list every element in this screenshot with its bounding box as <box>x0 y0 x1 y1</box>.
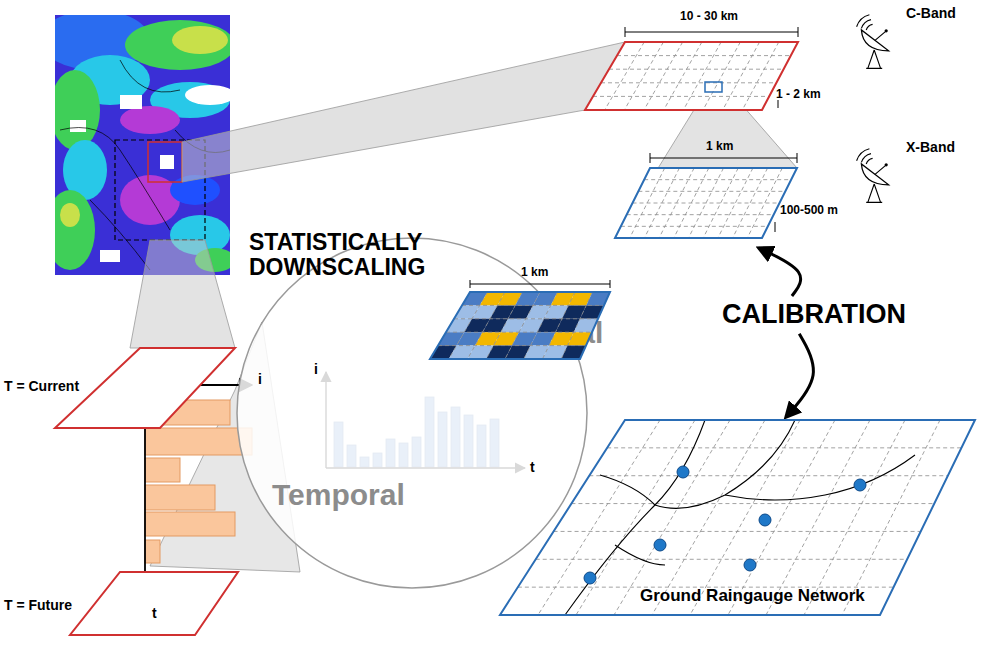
fine-grid-outline <box>425 268 615 364</box>
radar-grid: 1 km 100-500 m <box>610 138 850 242</box>
downscaling-circle: STATISTICALLY DOWNSCALINGSpatialTemporal… <box>235 236 589 590</box>
raingauge-network: Ground Raingauge Network <box>495 415 980 620</box>
time-frame: T = Future <box>0 568 240 640</box>
curved-arrow <box>786 334 813 417</box>
node-label: 10 - 30 km <box>680 10 738 23</box>
projection-wedge <box>182 42 625 182</box>
axis-letter: i <box>258 372 262 387</box>
axis-letter: t <box>152 606 157 621</box>
radar-dish <box>857 149 889 203</box>
fine-grid: 1 km <box>425 268 615 364</box>
time-frame: T = Current <box>0 345 240 433</box>
node-label: 1 km <box>521 266 548 279</box>
projection-wedge <box>130 240 235 348</box>
node-label: 1 km <box>706 140 733 153</box>
node-sublabel: Temporal <box>272 478 405 511</box>
curved-arrow <box>759 248 801 296</box>
axis-letter: i <box>314 362 318 377</box>
radar-band: X-Band <box>906 140 955 155</box>
node-sublabel: 100-500 m <box>780 204 838 217</box>
node-label: Ground Raingauge Network <box>640 587 865 606</box>
radar-grid: 10 - 30 km 1 - 2 km <box>580 8 820 116</box>
node-label: CALIBRATION <box>722 300 906 330</box>
node-sublabel: 1 - 2 km <box>776 88 821 101</box>
calibration-label: CALIBRATION <box>722 300 906 330</box>
node-label: STATISTICALLY DOWNSCALING <box>249 230 481 281</box>
axis-letter: t <box>530 460 535 475</box>
downscaling-circle-outline <box>235 236 589 590</box>
node-label: T = Current <box>4 379 79 394</box>
radar-grid-outline <box>610 138 850 242</box>
node-label: T = Future <box>4 598 72 613</box>
radar-dish <box>857 15 889 69</box>
radar-band: C-Band <box>906 6 956 21</box>
